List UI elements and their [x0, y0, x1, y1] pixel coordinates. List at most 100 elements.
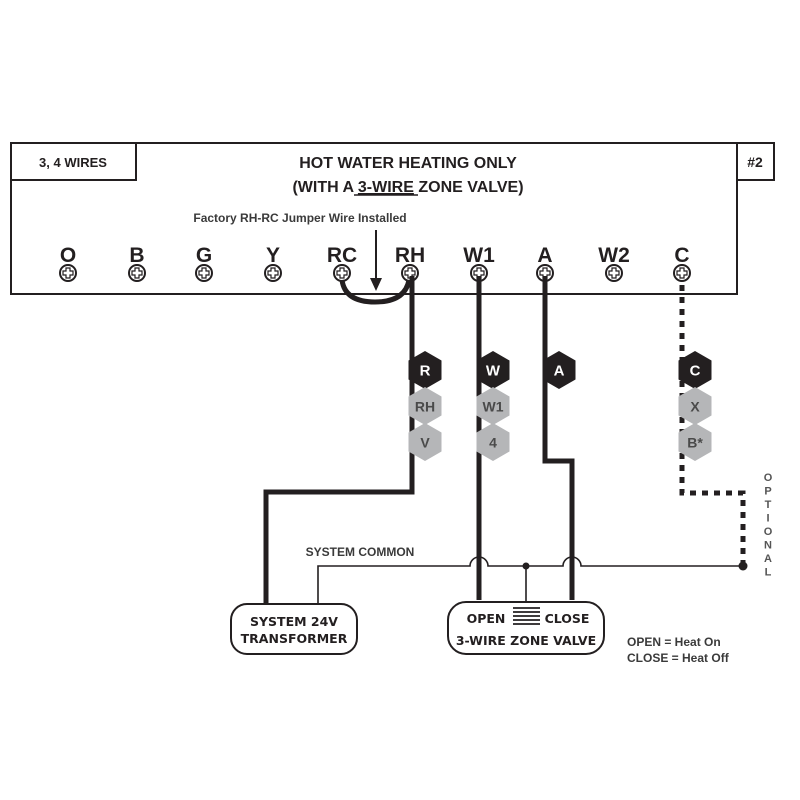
optional-letter: O — [764, 526, 773, 538]
terminal-b: B — [128, 244, 146, 282]
screw-cross-icon — [676, 267, 688, 279]
optional-letter: O — [764, 472, 773, 484]
terminal-label: Y — [266, 244, 280, 267]
wire-tag-a: A — [542, 351, 576, 389]
wire-tag-c: C — [678, 351, 712, 389]
screw-terminal-icon — [128, 264, 146, 282]
terminal-y: Y — [264, 244, 282, 282]
legend-open: OPEN = Heat On — [627, 635, 721, 649]
screw-cross-icon — [267, 267, 279, 279]
hexagon-badge-icon — [408, 351, 442, 389]
hexagon-badge-icon — [476, 423, 510, 461]
zone-valve-name: 3-WIRE ZONE VALVE — [456, 633, 596, 648]
optional-letter: L — [765, 567, 772, 579]
diagram-number: #2 — [747, 154, 763, 170]
terminal-rc: RC — [327, 244, 357, 282]
zone-valve-box — [447, 601, 605, 655]
hexagon-badge-icon — [678, 351, 712, 389]
diagram-title-line2: (WITH A 3-WIRE ZONE VALVE) — [292, 179, 523, 196]
legend-close: CLOSE = Heat Off — [627, 651, 730, 665]
optional-letter: I — [766, 513, 769, 525]
hexagon-badge-icon — [678, 387, 712, 425]
terminal-label: B — [129, 244, 144, 267]
screw-terminal-icon — [605, 264, 623, 282]
wire-tag-b-star: B* — [678, 423, 712, 461]
jumper-arrow-icon — [370, 278, 382, 291]
wire-tag-w: W — [476, 351, 510, 389]
wire-tag-v: V — [408, 423, 442, 461]
screw-cross-icon — [608, 267, 620, 279]
wire-color-tags: R RH V W W1 4 A C X B* — [408, 351, 712, 461]
wire-tag-label: C — [690, 363, 701, 380]
wire-tag-label: X — [690, 399, 700, 415]
junction-dot — [522, 562, 530, 570]
wire-tag-label: V — [420, 435, 430, 451]
screw-terminal-icon — [673, 264, 691, 282]
zone-valve-open-label: OPEN — [467, 611, 506, 626]
screw-terminal-icon — [59, 264, 77, 282]
wire-tag-4: 4 — [476, 423, 510, 461]
screw-terminal-icon — [264, 264, 282, 282]
terminal-label: G — [196, 244, 212, 267]
optional-letter: A — [764, 553, 772, 565]
wire-count-label: 3, 4 WIRES — [39, 155, 107, 170]
optional-letter: P — [764, 486, 771, 498]
hexagon-badge-icon — [542, 351, 576, 389]
wire-count-box — [10, 142, 137, 181]
terminal-label: A — [537, 244, 552, 267]
wire-tag-label: R — [420, 363, 431, 380]
wire-tag-x: X — [678, 387, 712, 425]
terminal-label: O — [60, 244, 76, 267]
wire-tag-r: R — [408, 351, 442, 389]
junction-dot-optional — [738, 561, 748, 571]
screw-terminal-icon — [195, 264, 213, 282]
hexagon-badge-icon — [678, 423, 712, 461]
hexagon-badge-icon — [408, 423, 442, 461]
wire-tag-rh: RH — [408, 387, 442, 425]
terminal-c: C — [673, 244, 691, 282]
transformer-line2: TRANSFORMER — [241, 631, 348, 646]
terminal-w2: W2 — [598, 244, 630, 282]
screw-cross-icon — [336, 267, 348, 279]
screw-cross-icon — [62, 267, 74, 279]
wire-c-optional — [679, 285, 746, 565]
wire-tag-label: 4 — [489, 435, 497, 451]
terminal-label: W1 — [463, 244, 495, 267]
terminal-o: O — [59, 244, 77, 282]
wire-a — [542, 276, 575, 600]
zone-valve-close-label: CLOSE — [545, 611, 590, 626]
wire-tag-label: W1 — [483, 399, 504, 415]
optional-letter: T — [765, 499, 772, 511]
diagram-number-box — [736, 142, 775, 181]
terminal-label: W2 — [598, 244, 630, 267]
wire-tag-w1: W1 — [476, 387, 510, 425]
hexagon-badge-icon — [476, 351, 510, 389]
jumper-wire — [339, 279, 412, 305]
hexagon-badge-icon — [476, 387, 510, 425]
transformer-line1: SYSTEM 24V — [250, 614, 338, 629]
wire-rh — [263, 276, 415, 606]
optional-letter: N — [764, 540, 772, 552]
hexagon-badge-icon — [408, 387, 442, 425]
wire-tag-label: B* — [687, 435, 703, 451]
terminal-g: G — [195, 244, 213, 282]
screw-cross-icon — [198, 267, 210, 279]
title-prefix: (WITH A — [292, 179, 357, 196]
title-suffix: ZONE VALVE) — [414, 179, 524, 196]
title-underlined: 3-WIRE — [358, 179, 414, 196]
wire-tag-label: RH — [415, 399, 435, 415]
wire-system-common — [317, 556, 743, 606]
system-common-label: SYSTEM COMMON — [306, 545, 415, 559]
terminal-label: RH — [395, 244, 425, 267]
wire-tag-label: W — [486, 363, 501, 380]
jumper-note: Factory RH-RC Jumper Wire Installed — [193, 211, 406, 225]
terminal-label: RC — [327, 244, 357, 267]
terminal-a: A — [536, 244, 554, 282]
transformer-box — [230, 603, 358, 655]
terminal-w1: W1 — [463, 244, 495, 282]
diagram-title-line1: HOT WATER HEATING ONLY — [299, 155, 517, 172]
wire-tag-label: A — [554, 363, 565, 380]
screw-cross-icon — [131, 267, 143, 279]
